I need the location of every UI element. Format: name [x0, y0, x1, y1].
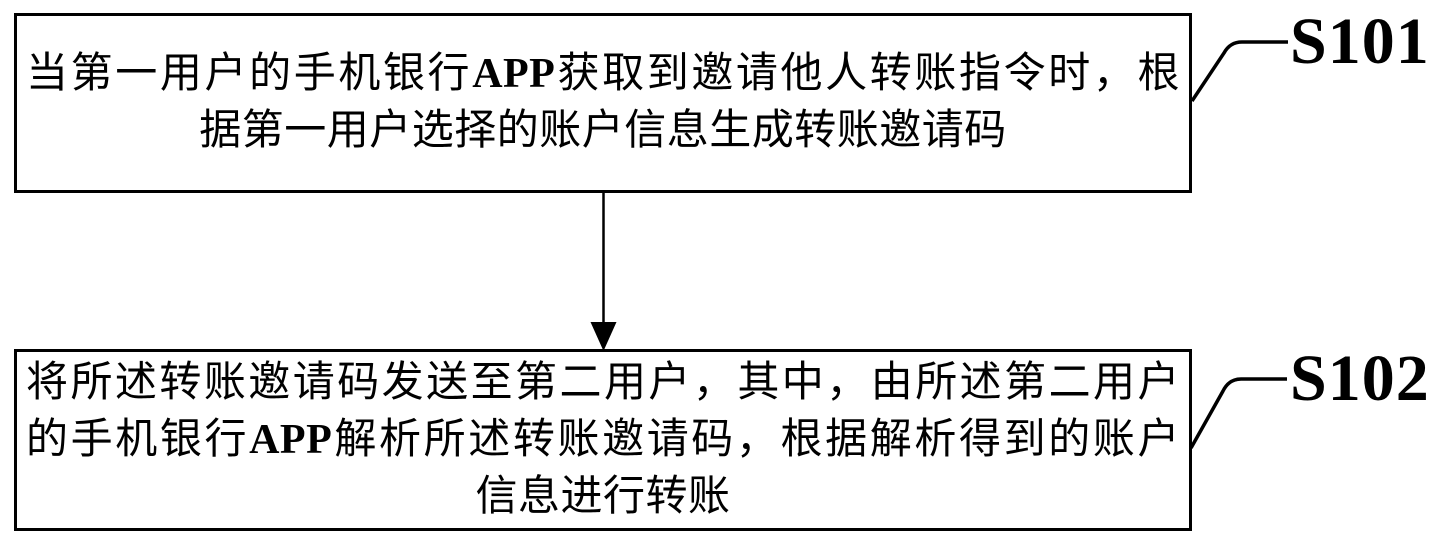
- step-box-s102: 将所述转账邀请码发送至第二用户，其中，由所述第二用户 的手机银行APP解析所述转…: [14, 349, 1192, 531]
- flow-arrow-s101-to-s102: [590, 193, 617, 351]
- step-s102-text-line-3: 信息进行转账: [475, 473, 731, 520]
- step-box-s101: 当第一用户的手机银行APP获取到邀请他人转账指令时，根 据第一用户选择的账户信息…: [14, 13, 1192, 193]
- step-label-s101: S101: [1290, 5, 1430, 78]
- flow-arrow-head: [590, 322, 617, 351]
- step-s102-text-line-1: 将所述转账邀请码发送至第二用户，其中，由所述第二用户: [26, 359, 1180, 406]
- s102-leader-line: [1189, 377, 1287, 449]
- step-s101-text-line-2: 据第一用户选择的账户信息生成转账邀请码: [199, 108, 1007, 154]
- step-s102-text-line-2: 的手机银行APP解析所述转账邀请码，根据解析得到的账户: [26, 416, 1180, 463]
- step-label-s102: S102: [1290, 342, 1430, 415]
- step-s101-text-line-1: 当第一用户的手机银行APP获取到邀请他人转账指令时，根: [26, 51, 1180, 97]
- s101-leader-line: [1190, 40, 1288, 102]
